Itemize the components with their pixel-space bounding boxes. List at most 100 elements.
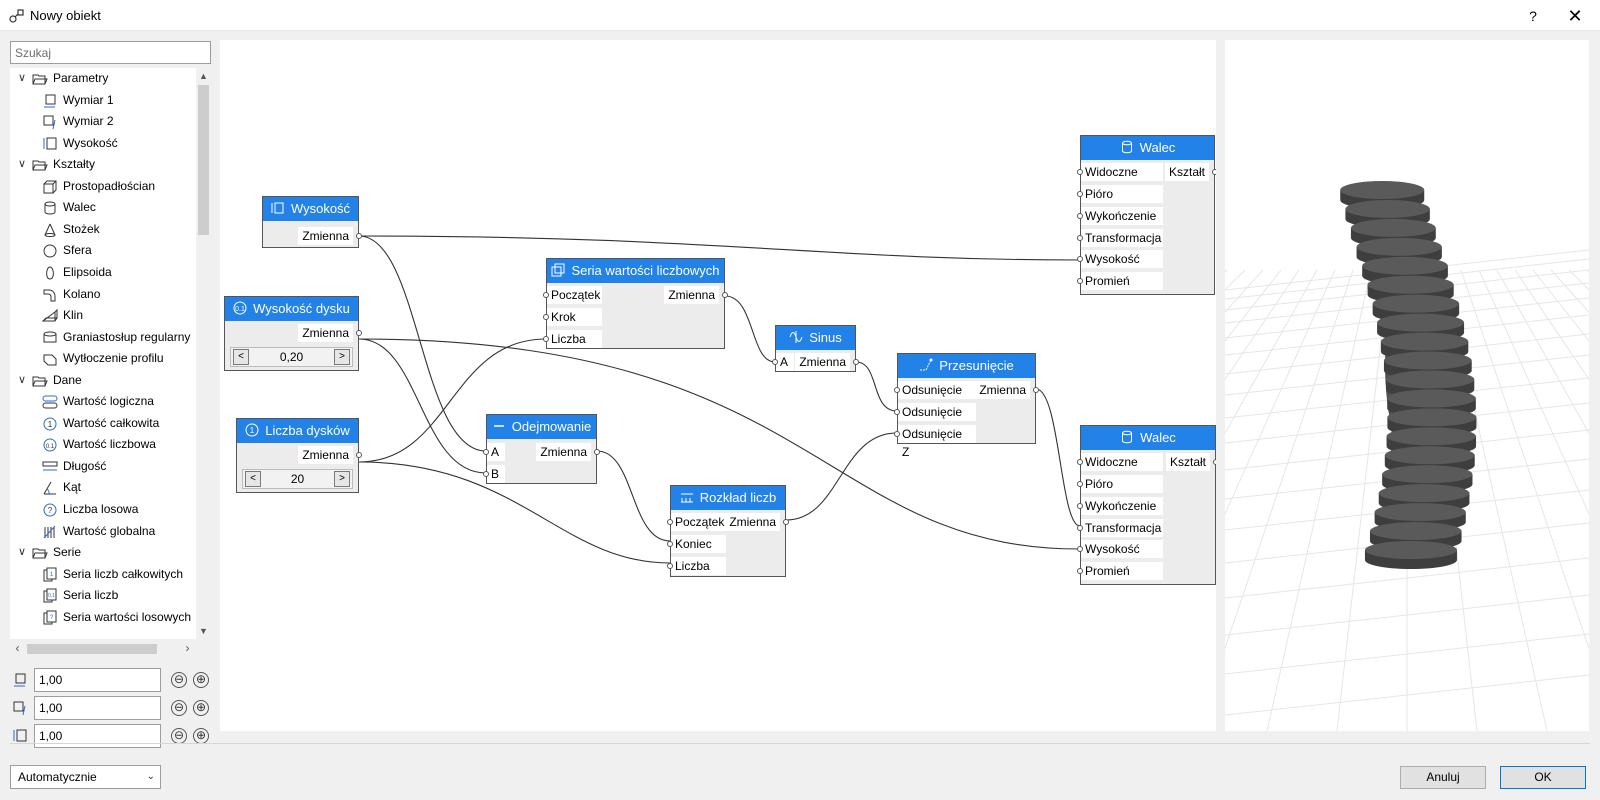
input-port[interactable] [1077, 481, 1083, 487]
input-port[interactable] [543, 314, 549, 320]
input-port[interactable] [1077, 568, 1083, 574]
help-button[interactable]: ? [1529, 8, 1537, 24]
input-port[interactable] [772, 359, 778, 365]
input-port[interactable] [1077, 256, 1083, 262]
input-port[interactable] [667, 541, 673, 547]
output-port[interactable] [594, 449, 600, 455]
scroll-down-arrow[interactable]: ▼ [199, 626, 208, 636]
cancel-button[interactable]: Anuluj [1400, 766, 1486, 789]
input-port[interactable] [894, 409, 900, 415]
scroll-up-arrow[interactable]: ▲ [199, 71, 208, 81]
input-port[interactable] [1077, 213, 1083, 219]
node-walec-2[interactable]: Walec Widoczne Pióro Wykończenie Transfo… [1077, 425, 1216, 585]
input-port[interactable] [1077, 525, 1083, 531]
value-stepper[interactable]: < 20 > [242, 469, 353, 489]
output-port[interactable] [1212, 169, 1216, 175]
chevron-down-icon[interactable]: ∨ [17, 546, 27, 559]
tree-group-0[interactable]: ∨Parametry [10, 68, 195, 89]
increase-button[interactable]: > [334, 471, 350, 487]
tree-item-6[interactable]: Walec [10, 197, 195, 218]
search-input[interactable] [10, 41, 211, 64]
tree-item-13[interactable]: Wytłoczenie profilu [10, 348, 195, 369]
tree-item-25[interactable]: ?Seria wartości losowych [10, 607, 195, 628]
tree-item-11[interactable]: Klin [10, 305, 195, 326]
tree-group-4[interactable]: ∨Kształty [10, 154, 195, 175]
tree-horizontal-scroll-thumb[interactable] [27, 644, 157, 654]
input-port[interactable] [543, 336, 549, 342]
input-port[interactable] [894, 431, 900, 437]
close-button[interactable]: ✕ [1567, 6, 1583, 26]
output-port[interactable] [1213, 459, 1216, 465]
input-port[interactable] [1077, 169, 1083, 175]
input-port[interactable] [1077, 503, 1083, 509]
ok-button[interactable]: OK [1500, 766, 1586, 789]
tree-item-7[interactable]: Stożek [10, 219, 195, 240]
scroll-left-arrow[interactable]: ‹ [15, 641, 20, 655]
decrease-button[interactable]: < [245, 471, 261, 487]
stepper-value[interactable]: 20 [290, 472, 305, 486]
height-decrease-button[interactable]: ⊖ [171, 728, 187, 744]
decrease-button[interactable]: < [233, 349, 249, 365]
increase-button[interactable]: > [334, 349, 350, 365]
tree-item-18[interactable]: Długość [10, 456, 195, 477]
tree-item-20[interactable]: ?Liczba losowa [10, 499, 195, 520]
tree-item-1[interactable]: Wymiar 1 [10, 90, 195, 111]
tree-item-8[interactable]: Sfera [10, 240, 195, 261]
tree-item-15[interactable]: Wartość logiczna [10, 391, 195, 412]
input-port[interactable] [1077, 278, 1083, 284]
node-przesuniecie[interactable]: Przesunięcie Odsunięcie X Odsunięcie Y O… [894, 353, 1039, 459]
output-port[interactable] [356, 233, 362, 239]
tree-item-2[interactable]: Wymiar 2 [10, 111, 195, 132]
chevron-down-icon[interactable]: ∨ [17, 373, 27, 386]
input-port[interactable] [894, 387, 900, 393]
dimension-1-field[interactable] [34, 668, 161, 692]
value-stepper[interactable]: < 0,20 > [230, 347, 353, 367]
node-walec-1[interactable]: Walec Widoczne Pióro Wykończenie Transfo… [1077, 135, 1216, 295]
dimension-1-decrease-button[interactable]: ⊖ [171, 672, 187, 688]
node-sinus[interactable]: Sinus A Zmienna [772, 325, 859, 372]
input-port[interactable] [543, 292, 549, 298]
output-port[interactable] [853, 359, 859, 365]
node-odejmowanie[interactable]: Odejmowanie A B Zmienna [483, 414, 600, 484]
dimension-2-decrease-button[interactable]: ⊖ [171, 700, 187, 716]
3d-preview-panel[interactable] [1225, 40, 1589, 731]
height-increase-button[interactable]: ⊕ [193, 728, 209, 744]
tree-item-19[interactable]: Kąt [10, 477, 195, 498]
output-port[interactable] [783, 519, 789, 525]
tree-item-5[interactable]: Prostopadłościan [10, 176, 195, 197]
tree-vertical-scrollbar[interactable]: ▲ ▼ [196, 68, 211, 639]
height-field[interactable] [34, 724, 161, 748]
tree-group-22[interactable]: ∨Serie [10, 542, 195, 563]
chevron-down-icon[interactable]: ∨ [17, 158, 27, 171]
output-port[interactable] [1033, 387, 1039, 393]
update-mode-dropdown[interactable]: Automatycznie ⌄ [10, 765, 161, 789]
input-port[interactable] [1077, 459, 1083, 465]
output-port[interactable] [722, 292, 728, 298]
input-port[interactable] [1077, 191, 1083, 197]
node-rozklad-liczb[interactable]: Rozkład liczb Początek Koniec Liczba Zmi… [667, 485, 789, 577]
tree-item-12[interactable]: Graniastosłup regularny [10, 327, 195, 348]
output-port[interactable] [356, 452, 362, 458]
node-seria-wartosci-liczbowych[interactable]: Seria wartości liczbowych Początek Krok … [543, 258, 728, 349]
node-wysokosc[interactable]: Wysokość Zmienna [262, 196, 362, 248]
tree-item-10[interactable]: Kolano [10, 284, 195, 305]
dimension-2-field[interactable] [34, 696, 161, 720]
tree-item-21[interactable]: Wartość globalna [10, 521, 195, 542]
input-port[interactable] [1077, 546, 1083, 552]
input-port[interactable] [1077, 235, 1083, 241]
dimension-2-increase-button[interactable]: ⊕ [193, 700, 209, 716]
tree-group-14[interactable]: ∨Dane [10, 370, 195, 391]
input-port[interactable] [667, 519, 673, 525]
input-port[interactable] [667, 563, 673, 569]
input-port[interactable] [483, 471, 489, 477]
dimension-1-increase-button[interactable]: ⊕ [193, 672, 209, 688]
stepper-value[interactable]: 0,20 [279, 350, 304, 364]
tree-item-3[interactable]: Wysokość [10, 133, 195, 154]
